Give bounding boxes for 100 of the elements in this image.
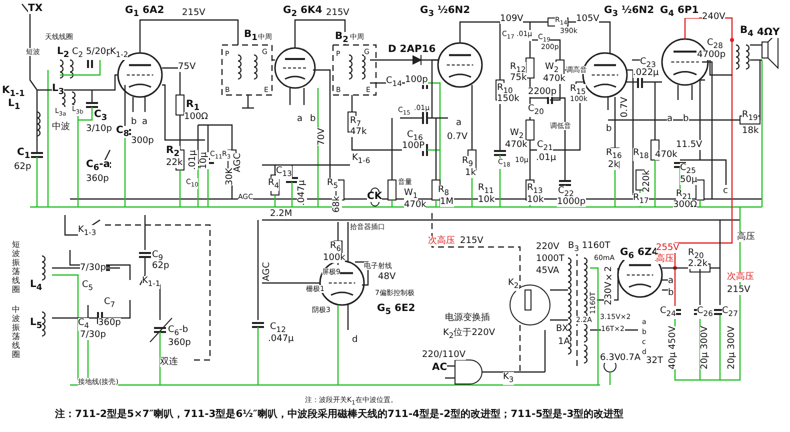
component-label: 30K: [225, 168, 235, 186]
component-label: K$_{2}$: [508, 278, 519, 291]
component-label: R$_{8}$: [438, 185, 450, 198]
component-label: 双连: [160, 357, 178, 367]
component-label: b: [668, 288, 674, 298]
component-label: 62p: [14, 162, 32, 172]
component-label: C$_{22}$: [558, 186, 574, 199]
component-label: 150k: [497, 94, 520, 104]
component-label: L$_{4}$: [30, 280, 42, 292]
component-label: D 2AP16: [388, 45, 436, 55]
component-label: CK: [367, 192, 382, 202]
component-label: 中波: [52, 122, 70, 132]
component-label: L$_{5}$: [30, 318, 42, 330]
component-label: 220k: [642, 170, 652, 192]
component-label: 100P: [402, 141, 425, 151]
component-label: C$_{5}$: [82, 280, 94, 293]
component-label: L$_{2}$: [57, 47, 70, 59]
component-label: C$_{4}$: [78, 318, 90, 331]
voltage-label: 高压: [656, 254, 674, 264]
component-label: 1000T: [536, 254, 564, 264]
component-label: C$_{3}$: [94, 110, 108, 122]
component-label: 360p: [168, 338, 191, 348]
component-label: 10μ: [199, 152, 209, 170]
component-label: .01μ: [536, 153, 556, 163]
component-label: G$_{3}$ ½6N2: [604, 6, 654, 18]
component-label: 2200p: [528, 87, 557, 97]
component-label: R$_{4}$: [268, 178, 280, 191]
component-label: 62p: [152, 261, 170, 271]
component-label: BX: [556, 324, 568, 334]
component-label: 18k: [742, 126, 759, 136]
component-label: a: [297, 114, 303, 124]
component-label: 215V: [182, 8, 206, 18]
component-label: R$_{1}$: [186, 100, 200, 112]
component-label: 360p: [98, 318, 121, 328]
component-label: AC: [432, 363, 448, 373]
component-label: R$_{17}$: [633, 193, 649, 206]
component-label: B$_{2}$: [335, 32, 348, 44]
component-label: 0.7V: [620, 97, 630, 118]
component-label: 48V: [378, 272, 396, 282]
component-label: 2.2k: [688, 259, 708, 269]
component-label: C$_{13}$: [276, 166, 292, 179]
component-label: R$_{9}$: [462, 156, 474, 169]
voltage-label: 次高压: [428, 236, 455, 246]
component-label: C$_{1}$: [17, 148, 30, 160]
component-label: R$_{11}$: [478, 183, 494, 196]
component-label: 0.7V: [447, 132, 468, 142]
component-label: R$_{16}$: [606, 148, 622, 161]
component-label: C$_{6}$-b: [168, 325, 188, 338]
note-text: 注：711-2型是5×7″喇叭，711-3型是6½″喇叭，中波段采用磁棒天线的711-4型是-2型的改进型；711-5型是-3型的改进型: [55, 410, 624, 420]
component-label: 300p: [131, 136, 154, 146]
component-label: C$_{21}$: [537, 140, 553, 153]
component-label: 220V: [536, 242, 560, 252]
component-label: .01μ: [188, 150, 198, 170]
component-label: 70V: [317, 128, 327, 146]
component-label: .022μ: [633, 68, 659, 78]
component-label: 20μ 300V: [727, 326, 737, 370]
component-label: C$_{16}$: [407, 130, 423, 143]
component-label: a: [668, 276, 674, 286]
component-label: 220/110V: [422, 350, 466, 360]
voltage-label: 255V: [656, 243, 680, 253]
component-label: c: [723, 186, 728, 196]
component-label: 1k: [465, 168, 476, 178]
component-label: B$_{3}$ 1160T: [568, 241, 610, 254]
component-label: AGC: [233, 153, 243, 172]
component-label: G$_{2}$ 6K4: [283, 6, 322, 18]
component-label: C$_{28}$: [707, 38, 723, 51]
component-label: 1M: [440, 197, 454, 207]
component-label: 10k: [527, 195, 544, 205]
component-label: K$_{1-3}$: [78, 225, 96, 238]
component-label: C$_{8}$: [116, 126, 130, 138]
component-label: 75V: [178, 62, 196, 72]
component-label: d: [352, 335, 358, 345]
component-label: 215V: [727, 285, 750, 295]
component-label: 470k: [404, 200, 426, 210]
component-label: 22k: [166, 158, 183, 168]
component-label: K$_{1-6}$: [352, 153, 370, 166]
component-label: L$_{1}$: [8, 99, 20, 111]
component-label: G$_{5}$ 6E2: [377, 304, 416, 316]
component-label: 50μ: [680, 175, 698, 185]
component-label: 470k: [543, 74, 566, 84]
component-label: 2.2M: [270, 209, 292, 219]
component-label: b: [310, 114, 316, 124]
component-label: 6.3V: [600, 353, 620, 363]
component-label: b: [683, 114, 689, 124]
component-label: K$_{1-1}$: [2, 86, 25, 98]
component-label: 75k: [510, 73, 527, 83]
component-label: 2k: [608, 160, 619, 170]
component-label: 10k: [478, 195, 495, 205]
component-label: AGC: [262, 262, 272, 282]
component-label: 7/30p: [80, 330, 106, 340]
component-label: L$_{3}$: [52, 84, 64, 96]
component-label: .047μ: [297, 180, 307, 206]
component-label: C$_{20}$: [528, 104, 544, 117]
component-label: B$_{4}$: [740, 26, 754, 38]
component-label: C$_{24}$: [660, 306, 676, 319]
component-label: 109V: [500, 14, 524, 24]
component-label: 4ΩY: [757, 28, 780, 38]
component-label: 100Ω: [184, 112, 208, 122]
component-label: 68k: [332, 196, 342, 213]
component-label: 215V: [326, 8, 350, 18]
